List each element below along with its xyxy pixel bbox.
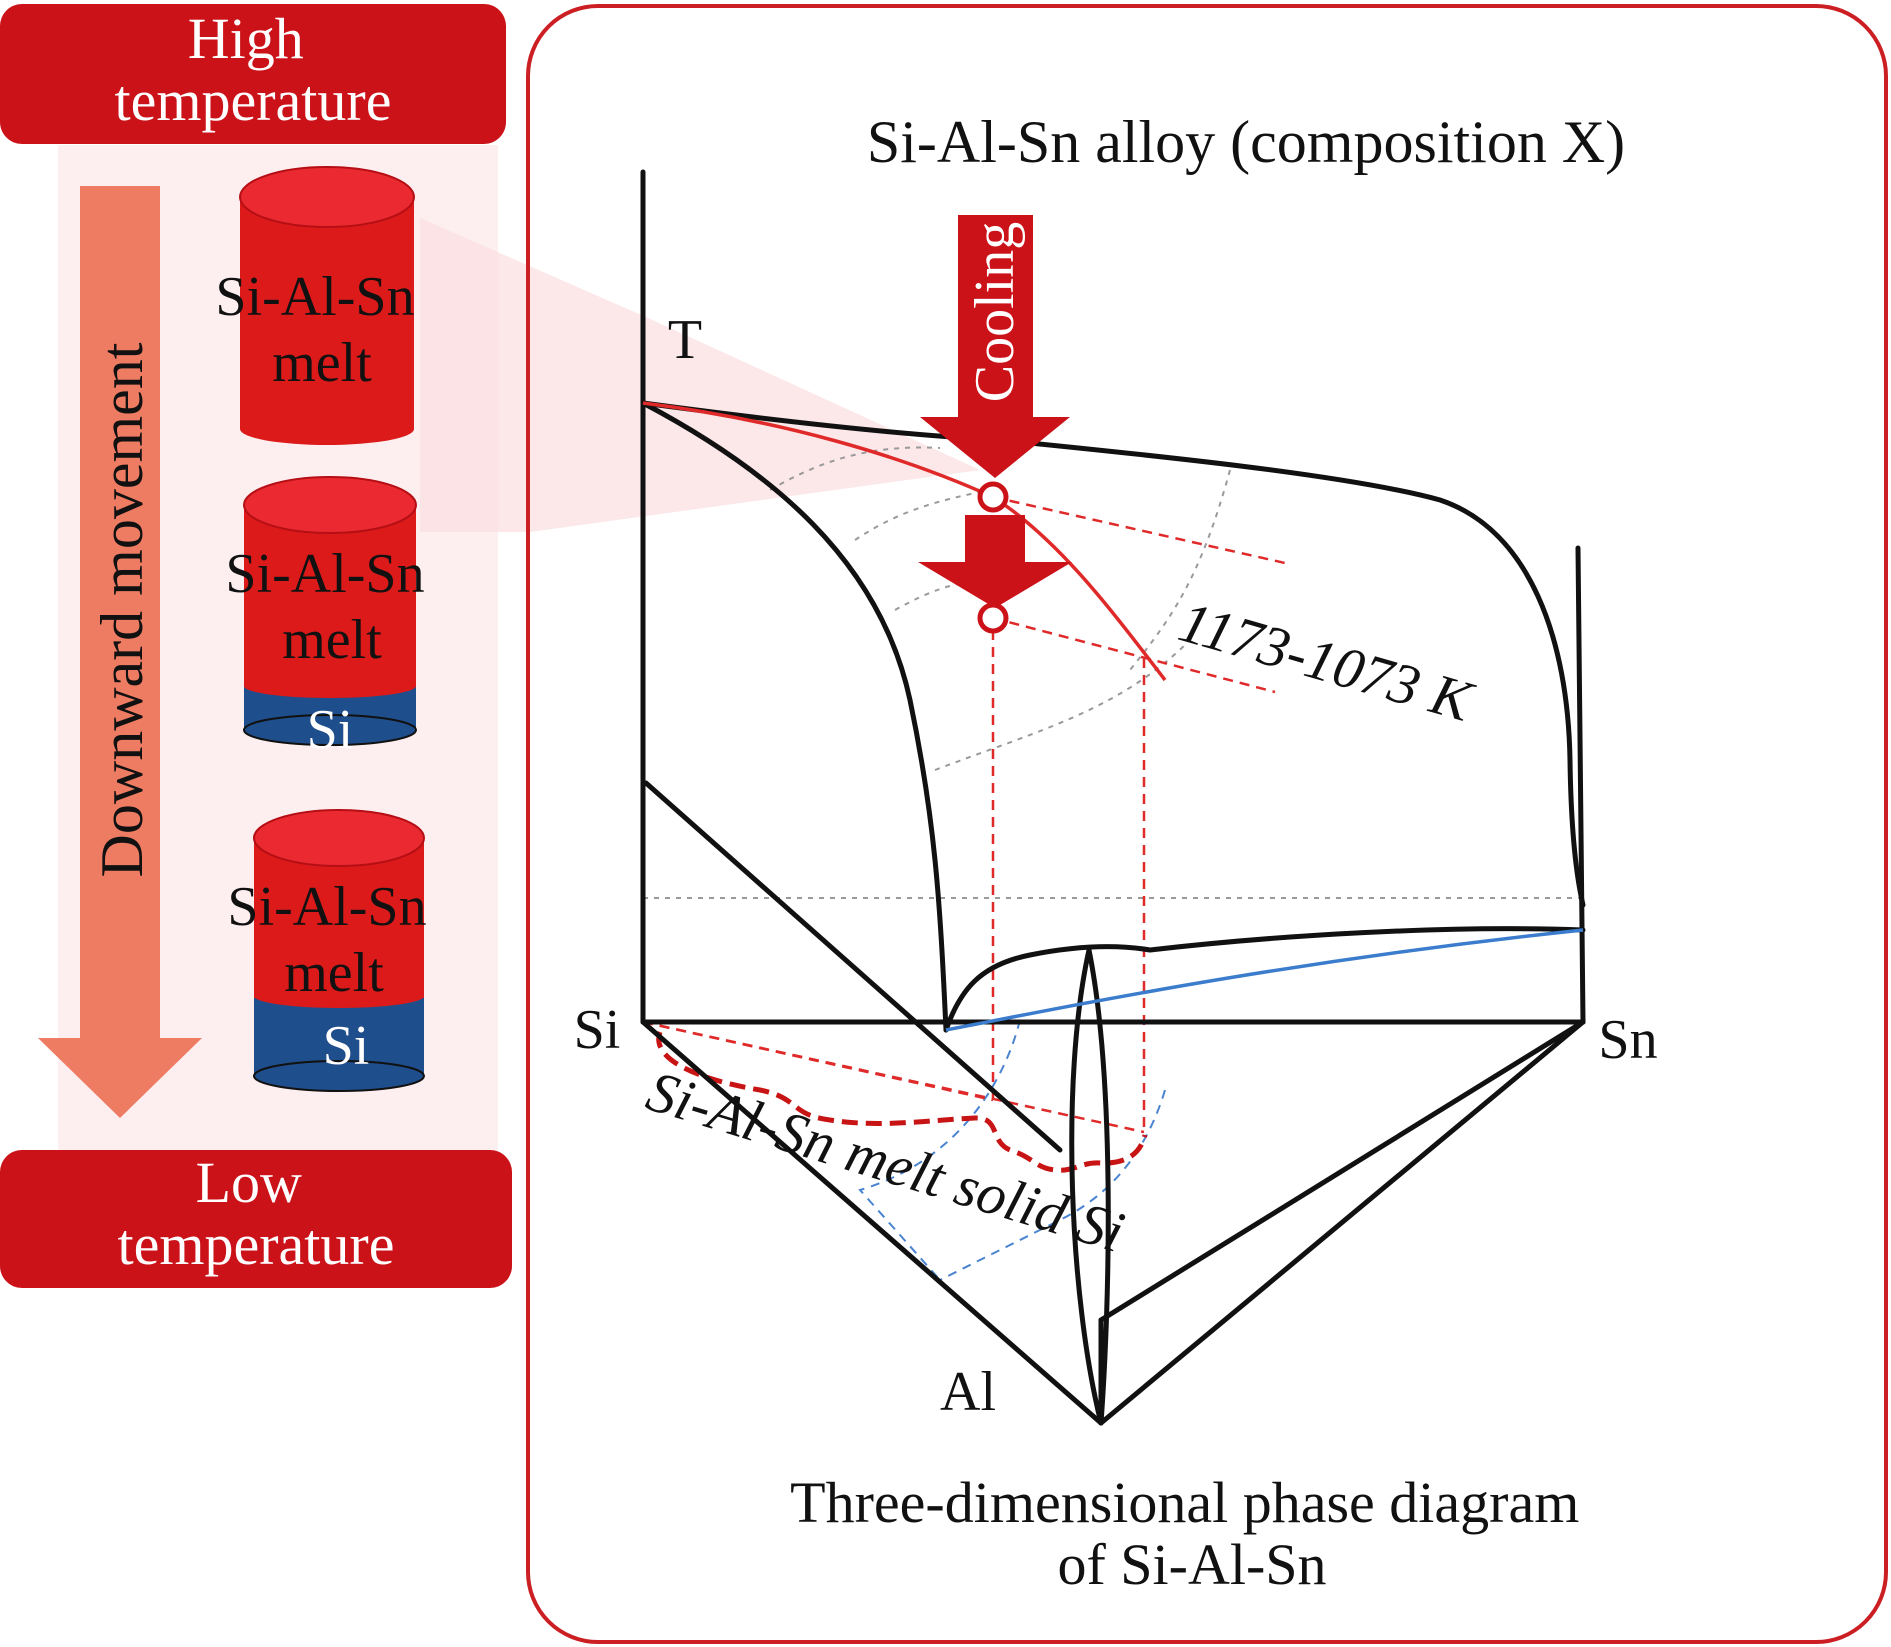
cylinder-thick-si: Si-Al-Sn melt Si xyxy=(227,809,440,1092)
cooling-arrow-large xyxy=(920,215,1070,478)
base-tie-line-2 xyxy=(642,1020,1145,1134)
cylinder-1-bottom xyxy=(240,413,414,445)
downward-movement-label: Downward movement xyxy=(89,342,155,877)
binary-si-al-edge xyxy=(643,780,1063,1153)
high-temperature-line-1: High xyxy=(188,6,304,71)
base-edge-si-al xyxy=(640,1019,1104,1426)
cylinder-2-interface xyxy=(244,674,416,698)
cylinder-3-label-line-1: Si-Al-Sn xyxy=(227,876,426,938)
low-temperature-line-2: temperature xyxy=(118,1212,395,1277)
cylinder-3-label-line-2: melt xyxy=(284,942,384,1004)
cylinder-2-top xyxy=(243,476,417,534)
temperature-axis-sn xyxy=(1575,545,1586,1025)
right-panel: Si-Al-Sn alloy (composition X) xyxy=(526,4,1888,1644)
cylinder-3-top xyxy=(253,809,425,867)
al-sn-eutectic-plane xyxy=(1098,1019,1586,1323)
cylinder-2-bottom xyxy=(243,714,417,746)
blue-guide-1 xyxy=(858,1019,1021,1281)
alloy-title: Si-Al-Sn alloy (composition X) xyxy=(867,109,1625,175)
vertex-si-label: Si xyxy=(574,999,621,1061)
cylinder-3-interface xyxy=(254,984,424,1008)
cooling-label: Cooling xyxy=(964,222,1026,402)
low-temperature-line-1: Low xyxy=(196,1150,302,1215)
temperature-axis-label: T xyxy=(668,309,702,371)
cylinder-3-bottom xyxy=(253,1060,425,1092)
vertex-al-label: Al xyxy=(940,1361,996,1423)
high-temperature-line-2: temperature xyxy=(115,68,392,133)
eutectic-top-edge xyxy=(943,926,1586,1033)
al-lens-right xyxy=(1086,947,1111,1426)
blue-guide-2 xyxy=(939,1089,1166,1281)
cylinder-3-si-label: Si xyxy=(323,1015,370,1077)
cylinder-2-label-line-2: melt xyxy=(282,609,382,671)
downward-arrow: Downward movement xyxy=(38,186,202,1118)
solid-si-region-boundary xyxy=(656,1031,1148,1173)
cylinder-3-label: Si-Al-Sn melt xyxy=(227,876,440,1004)
cylinder-thin-si: Si-Al-Sn melt Si xyxy=(225,476,438,761)
left-panel: High temperature Low temperature Downwar… xyxy=(0,4,980,1288)
phase-diagram-caption: Three-dimensional phase diagram of Si-Al… xyxy=(790,1470,1594,1597)
cylinder-1-body xyxy=(240,197,414,429)
eutectic-valley-line xyxy=(945,928,1584,1032)
downward-arrow-shaft xyxy=(80,186,160,1038)
blue-base-guides xyxy=(858,1019,1166,1281)
base-edge-al-sn xyxy=(1098,1019,1586,1426)
cylinder-2-melt-body xyxy=(244,505,416,687)
temperature-range-label: 1173-1073 K xyxy=(1172,589,1482,735)
phase-diagram-frame xyxy=(526,4,1888,1644)
low-temperature-label: Low temperature xyxy=(118,1150,395,1277)
cylinder-1-label: Si-Al-Sn melt xyxy=(215,266,428,394)
low-temperature-banner xyxy=(0,1150,512,1288)
lower-composition-marker xyxy=(977,602,1009,634)
projection-beam xyxy=(420,218,980,532)
guide-arc-1 xyxy=(769,446,941,491)
liquidus-top-edge xyxy=(640,400,1586,908)
cylinder-1-label-line-1: Si-Al-Sn xyxy=(215,266,414,328)
cylinder-2-si-label: Si xyxy=(307,699,354,761)
phase-diagram-outline xyxy=(640,169,1586,1426)
caption-line-2: of Si-Al-Sn xyxy=(1057,1532,1326,1597)
composition-guides xyxy=(643,446,1580,1023)
cylinder-melt-only: Si-Al-Sn melt xyxy=(215,166,428,445)
lower-tie-line xyxy=(992,616,1276,694)
upper-composition-marker xyxy=(977,481,1009,513)
al-lens-left xyxy=(1069,947,1104,1426)
guide-arc-4 xyxy=(934,639,1191,771)
cylinder-2-label: Si-Al-Sn melt xyxy=(225,543,438,671)
cylinder-1-top xyxy=(239,166,415,228)
cooling-arrow-small xyxy=(918,515,1072,608)
cylinder-2-label-line-1: Si-Al-Sn xyxy=(225,543,424,605)
cylinder-1-label-line-2: melt xyxy=(272,332,372,394)
caption-line-1: Three-dimensional phase diagram xyxy=(790,1470,1579,1535)
downward-arrow-head xyxy=(38,1038,202,1118)
high-temperature-banner xyxy=(0,4,506,144)
cooling-arrows: Cooling xyxy=(918,215,1072,608)
vertex-sn-label: Sn xyxy=(1598,1009,1657,1071)
high-temperature-label: High temperature xyxy=(115,6,392,133)
liquidus-front-edge xyxy=(640,400,949,1033)
